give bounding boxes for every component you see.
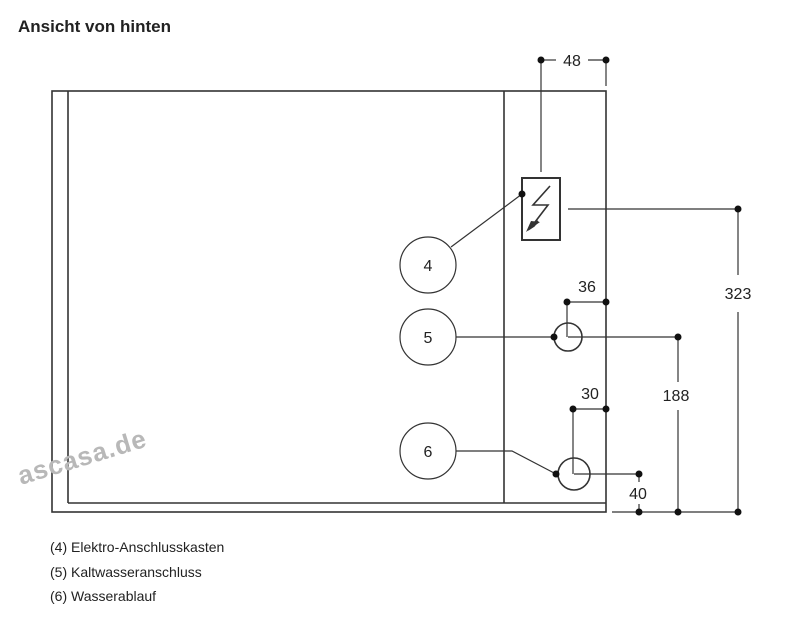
dim-36: 36	[578, 279, 596, 296]
dim-40: 40	[629, 486, 647, 503]
callout-4-label: 4	[424, 258, 433, 275]
dim-48: 48	[563, 53, 581, 70]
callout-4	[399, 236, 457, 294]
dimension-dots	[518, 56, 742, 516]
diagram-title: Ansicht von hinten	[18, 17, 171, 36]
callout-circles	[399, 236, 457, 480]
callout-5	[399, 308, 457, 366]
callout-5-label: 5	[424, 330, 433, 347]
dim-188: 188	[663, 388, 690, 405]
callout-6-label: 6	[424, 444, 433, 461]
dim-323: 323	[725, 286, 752, 303]
legend-item-4: (4) Elektro-Anschlusskasten	[50, 539, 225, 555]
dim-30: 30	[581, 386, 599, 403]
legend-item-6: (6) Wasserablauf	[50, 588, 157, 604]
electrical-box-symbol	[521, 177, 561, 241]
legend-item-5: (5) Kaltwasseranschluss	[50, 564, 202, 580]
callout-6	[399, 422, 457, 480]
